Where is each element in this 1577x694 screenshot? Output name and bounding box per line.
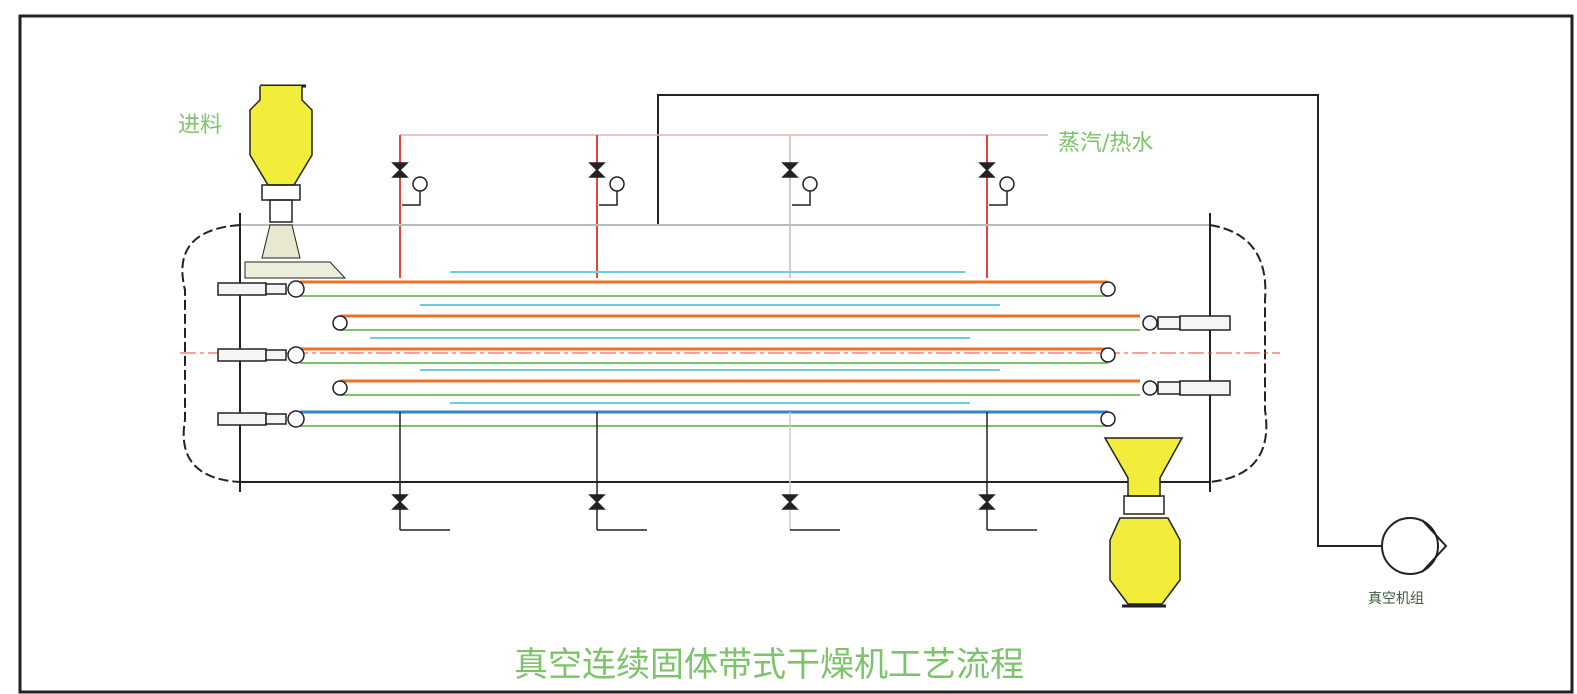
discharge-hopper xyxy=(1103,437,1184,608)
pump-label: 真空机组 xyxy=(1368,591,1424,607)
drive-units-left xyxy=(217,282,287,426)
feed-label: 进料 xyxy=(178,113,222,138)
vacuum-pump-icon xyxy=(1381,517,1448,575)
heating-plates xyxy=(370,271,1000,404)
drain-lines xyxy=(399,412,1037,531)
feed-hopper xyxy=(244,84,347,279)
outer-frame xyxy=(18,14,1574,694)
steam-branches xyxy=(399,135,988,278)
diagram-title: 真空连续固体带式干燥机工艺流程 xyxy=(514,645,1024,685)
roller-icons xyxy=(287,280,1116,428)
drain-valves xyxy=(391,494,996,510)
pressure-gauge-icons xyxy=(402,176,1015,206)
drive-units-right xyxy=(1142,315,1231,396)
conveyor-belts xyxy=(300,280,1140,427)
steam-valves xyxy=(391,162,996,178)
steam-label: 蒸汽/热水 xyxy=(1058,131,1153,156)
vacuum-line xyxy=(657,94,1382,547)
